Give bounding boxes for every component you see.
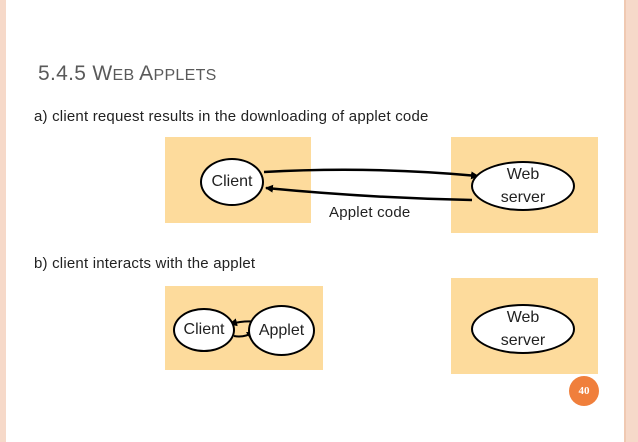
server-label-b-line1: Web [506, 308, 540, 326]
title-w-cap: W [92, 62, 113, 85]
page-number-badge: 40 [569, 376, 599, 406]
title-number: 5.4.5 [38, 62, 93, 85]
applet-code-label: Applet code [329, 204, 411, 221]
title-a-cap: A [139, 62, 154, 85]
client-label-b: Client [183, 321, 225, 339]
slide-left-edge [0, 0, 6, 442]
server-label-b-line2: server [500, 332, 546, 349]
title-w-rest: EB [112, 67, 140, 84]
client-label-a: Client [211, 173, 253, 191]
applet-label-b: Applet [258, 321, 305, 339]
applet-node-b: Applet [248, 305, 315, 356]
server-label-a-line1: Web [506, 165, 540, 183]
client-node-b: Client [173, 308, 235, 352]
web-server-node-b: Web server [471, 304, 575, 354]
caption-part-a: a) client request results in the downloa… [34, 108, 429, 125]
title-a-rest: PPLETS [153, 67, 217, 84]
web-server-node-a: Web server [471, 161, 575, 211]
slide-right-edge [624, 0, 638, 442]
caption-part-b: b) client interacts with the applet [34, 255, 256, 272]
slide-title: 5.4.5 WEB APPLETS [38, 62, 217, 86]
server-label-a-line2: server [500, 189, 546, 206]
client-node-a: Client [200, 158, 264, 206]
